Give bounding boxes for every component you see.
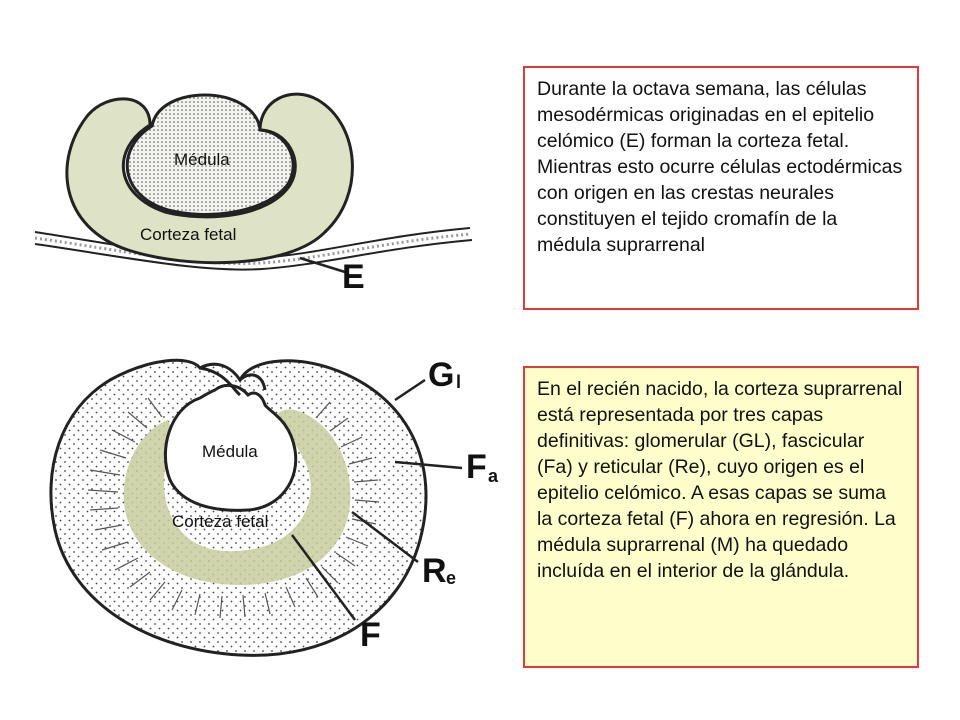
letter-gl: G — [428, 356, 455, 394]
letter-fa-sub: a — [488, 466, 499, 486]
bottom-fetal-cortex — [123, 409, 351, 585]
bottom-cortex-label: Corteza fetal — [172, 512, 269, 531]
letter-gl-sub: l — [456, 372, 462, 392]
description-box-newborn: En el recién nacido, la corteza suprarre… — [523, 366, 919, 668]
pointer-line-re — [351, 511, 419, 563]
bottom-medulla-label: Médula — [202, 442, 258, 461]
bottom-diagram — [49, 358, 463, 657]
letter-fa: F — [466, 448, 487, 486]
pointer-line-f — [290, 534, 357, 621]
top-cortex-label: Corteza fetal — [140, 225, 237, 244]
letter-f: F — [360, 616, 381, 654]
pointer-line-fa — [394, 460, 463, 470]
top-medulla-label: Médula — [174, 150, 230, 169]
pointer-line-gl — [394, 378, 426, 402]
top-fetal-cortex — [65, 92, 354, 265]
bottom-medulla — [163, 383, 298, 512]
letter-re: R — [422, 552, 447, 590]
fascicular-striations — [87, 397, 380, 619]
description-box-fetal: Durante la octava semana, las células me… — [523, 66, 919, 310]
letter-re-sub: e — [446, 568, 457, 588]
letter-e: E — [342, 258, 365, 296]
pointer-line-e — [299, 256, 346, 274]
top-medulla — [125, 93, 295, 216]
top-diagram — [34, 92, 473, 274]
